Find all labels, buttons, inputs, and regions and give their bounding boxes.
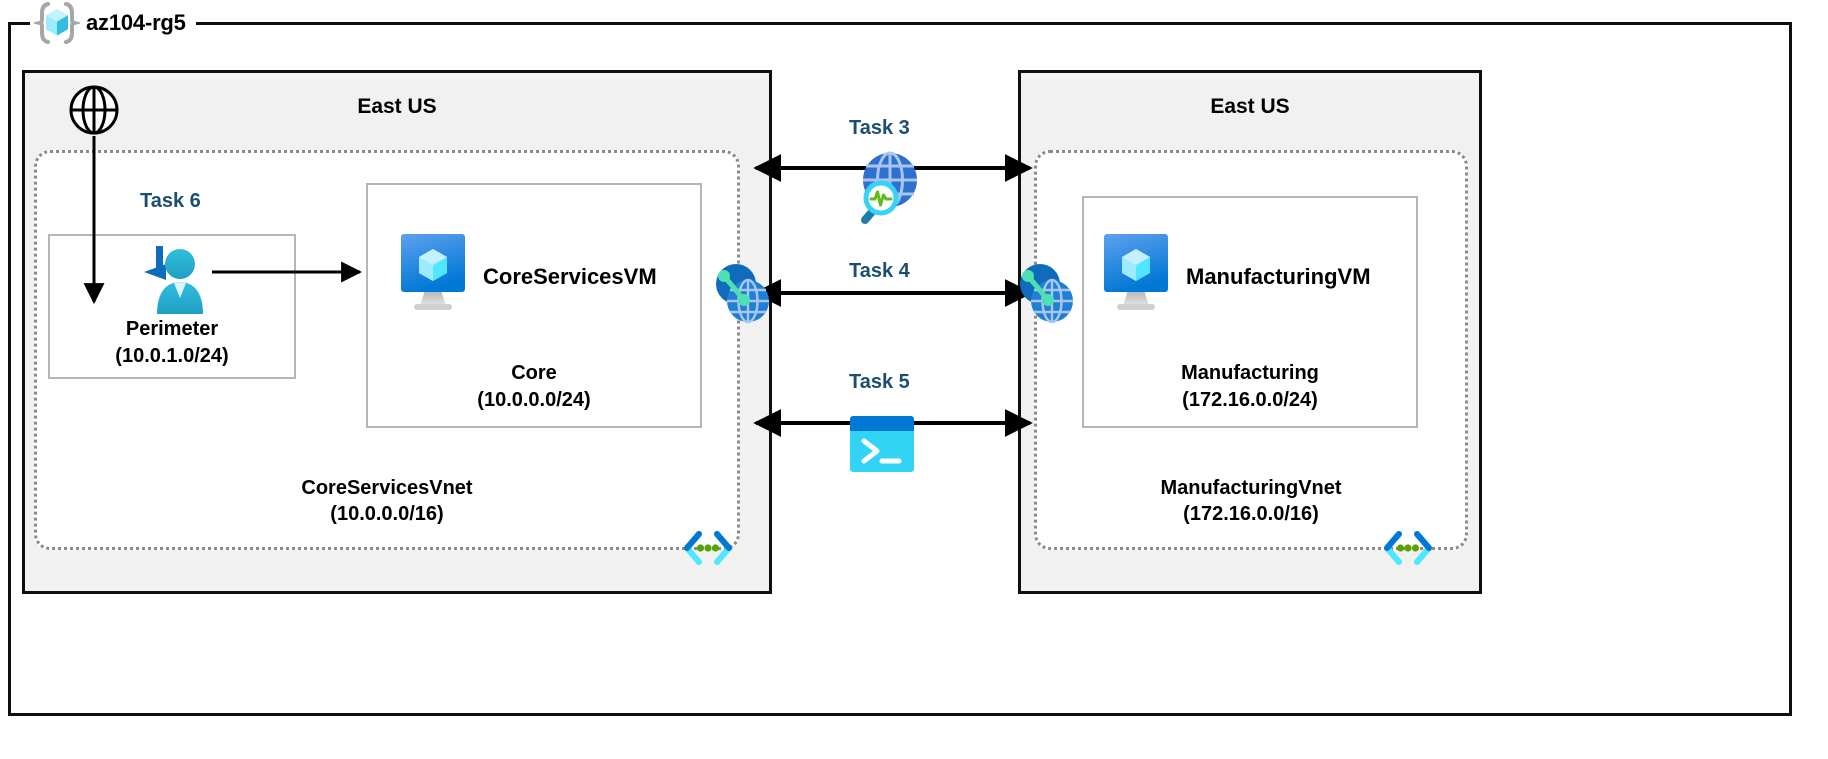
cloud-shell-icon bbox=[849, 415, 915, 473]
virtual-machine-icon bbox=[397, 232, 469, 321]
task-label-5: Task 5 bbox=[849, 371, 910, 393]
region-title-left: East US bbox=[357, 95, 437, 118]
vnet-manufacturing-name: ManufacturingVnet bbox=[1160, 477, 1342, 499]
subnet-manufacturing-name: Manufacturing bbox=[1181, 362, 1319, 384]
vm-manufacturingvm-name: ManufacturingVM bbox=[1186, 263, 1371, 289]
vnet-coreservices-name: CoreServicesVnet bbox=[301, 477, 473, 499]
subnet-perimeter-name: Perimeter bbox=[125, 318, 219, 340]
subnet-perimeter-cidr: (10.0.1.0/24) bbox=[115, 344, 229, 367]
vm-manufacturingvm: ManufacturingVM bbox=[1100, 232, 1371, 321]
internet-globe-icon bbox=[68, 84, 120, 136]
subnet-manufacturing-cidr: (172.16.0.0/24) bbox=[1182, 388, 1318, 411]
task-label-4: Task 4 bbox=[849, 260, 910, 282]
subnet-core-label: Core (10.0.0.0/24) bbox=[366, 360, 702, 414]
resource-group-cube-icon bbox=[34, 0, 80, 46]
vnet-peering-icon bbox=[1016, 262, 1076, 324]
virtual-machine-icon bbox=[1100, 232, 1172, 321]
subnet-perimeter-label: Perimeter (10.0.1.0/24) bbox=[48, 316, 296, 370]
vnet-peering-icon bbox=[712, 262, 772, 324]
task-label-6: Task 6 bbox=[140, 190, 201, 212]
vm-coreservicesvm-name: CoreServicesVM bbox=[483, 263, 657, 289]
region-title-right: East US bbox=[1210, 95, 1290, 118]
resource-group-title: az104-rg5 bbox=[30, 0, 196, 46]
vnet-manufacturing-cidr: (172.16.0.0/16) bbox=[1183, 503, 1319, 526]
vm-coreservicesvm: CoreServicesVM bbox=[397, 232, 657, 321]
vnet-coreservices-cidr: (10.0.0.0/16) bbox=[330, 503, 444, 526]
virtual-network-icon bbox=[682, 528, 734, 568]
subnet-core-name: Core bbox=[511, 362, 557, 384]
user-access-icon bbox=[128, 242, 214, 326]
subnet-core-cidr: (10.0.0.0/24) bbox=[477, 388, 591, 411]
task-label-3: Task 3 bbox=[849, 117, 910, 139]
virtual-network-icon bbox=[1382, 528, 1434, 568]
subnet-manufacturing-label: Manufacturing (172.16.0.0/24) bbox=[1082, 360, 1418, 414]
resource-group-name: az104-rg5 bbox=[86, 10, 186, 35]
network-watcher-icon bbox=[845, 150, 925, 228]
vnet-manufacturing-label: ManufacturingVnet (172.16.0.0/16) bbox=[1034, 475, 1468, 528]
vnet-coreservices-label: CoreServicesVnet (10.0.0.0/16) bbox=[34, 475, 740, 528]
